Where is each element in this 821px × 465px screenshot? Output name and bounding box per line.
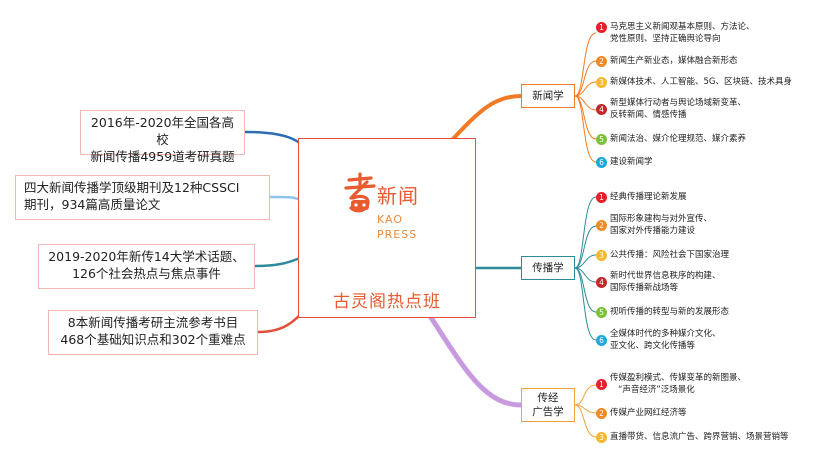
connector-right-3 bbox=[427, 314, 522, 408]
list-item: 全媒体时代的多种媒介文化、 亚文化、跨文化传播等 bbox=[610, 328, 721, 352]
left-box-4-line-1: 8本新闻传播考研主流参考书目 bbox=[67, 315, 239, 330]
badge-4: 4 bbox=[596, 277, 607, 288]
badge-4: 4 bbox=[596, 104, 607, 115]
badge-2: 2 bbox=[596, 56, 607, 67]
badge-1: 1 bbox=[596, 379, 607, 390]
left-box-4-line-2: 468个基础知识点和302个重难点 bbox=[60, 332, 246, 347]
left-box-1-line-2: 新闻传播4959道考研真题 bbox=[90, 149, 235, 164]
logo-en-press: PRESS bbox=[377, 228, 418, 241]
kao-logo-icon bbox=[344, 172, 376, 213]
left-box-2-line-2: 期刊，934篇高质量论文 bbox=[24, 197, 161, 212]
list-item: 传媒盈利模式、传媒变革的新图景、 “声音经济”泛场景化 bbox=[610, 372, 746, 396]
list-item: 国际形象建构与对外宣传、 国家对外传播能力建设 bbox=[610, 213, 712, 237]
fan-branch-1 bbox=[574, 32, 597, 163]
item-line: “声音经济”泛场景化 bbox=[618, 385, 695, 395]
list-item: 经典传播理论新发展 bbox=[610, 191, 687, 203]
item-line: 马克思主义新闻观基本原则、方法论、 bbox=[610, 22, 755, 32]
list-item: 传媒产业网红经济等 bbox=[610, 407, 687, 419]
left-box-4: 8本新闻传播考研主流参考书目 468个基础知识点和302个重难点 bbox=[48, 310, 258, 355]
fan-branch-2 bbox=[574, 196, 597, 341]
logo-en-kao: KAO bbox=[377, 213, 404, 226]
branch-journalism-label: 新闻学 bbox=[532, 90, 564, 102]
left-box-2: 四大新闻传播学顶级期刊及12种CSSCI 期刊，934篇高质量论文 bbox=[15, 175, 270, 220]
item-line: 反转新闻、情感传播 bbox=[610, 110, 687, 120]
connector-left-3 bbox=[254, 256, 301, 268]
item-line: 传媒产业网红经济等 bbox=[610, 408, 687, 418]
left-box-1-line-1: 2016年-2020年全国各高校 bbox=[90, 115, 235, 147]
item-line: 新闻法治、媒介伦理规范、媒介素养 bbox=[610, 134, 747, 144]
item-line: 新型媒体行动者与舆论场域新变革、 bbox=[610, 98, 747, 108]
list-item: 公共传播：风险社会下国家治理 bbox=[610, 249, 729, 261]
logo-name: 新闻 bbox=[377, 184, 419, 208]
item-line: 经典传播理论新发展 bbox=[610, 192, 687, 202]
list-item: 直播带货、信息流广告、跨界营销、场景营销等 bbox=[610, 431, 789, 443]
branch-communication: 传播学 bbox=[521, 256, 575, 280]
branch-3-label-line-2: 广告学 bbox=[532, 406, 564, 418]
list-item: 马克思主义新闻观基本原则、方法论、 党性原则、坚持正确舆论导向 bbox=[610, 21, 755, 45]
item-line: 国际传播新战场等 bbox=[610, 283, 679, 293]
badge-5: 5 bbox=[596, 134, 607, 145]
badge-3: 3 bbox=[596, 250, 607, 261]
item-line: 建设新闻学 bbox=[610, 157, 653, 167]
left-box-3-line-1: 2019-2020年新传14大学术话题、 bbox=[48, 249, 245, 264]
center-title: 古灵阁热点班 bbox=[333, 292, 441, 312]
item-line: 亚文化、跨文化传播等 bbox=[610, 341, 696, 351]
branch-media-economy-advertising: 传经 广告学 bbox=[521, 388, 575, 422]
item-line: 国家对外传播能力建设 bbox=[610, 226, 696, 236]
item-line: 公共传播：风险社会下国家治理 bbox=[610, 250, 730, 260]
list-item: 建设新闻学 bbox=[610, 156, 653, 168]
badge-2: 2 bbox=[596, 408, 607, 419]
connector-left-2 bbox=[269, 195, 301, 202]
item-line: 新闻生产新业态，媒体融合新形态 bbox=[610, 56, 738, 66]
item-line: 视听传播的转型与新的发展形态 bbox=[610, 307, 730, 317]
item-line: 党性原则、坚持正确舆论导向 bbox=[610, 34, 721, 44]
connector-right-1 bbox=[450, 94, 522, 142]
badge-6: 6 bbox=[596, 157, 607, 168]
list-item: 新型媒体行动者与舆论场域新变革、 反转新闻、情感传播 bbox=[610, 97, 746, 121]
list-item: 新闻法治、媒介伦理规范、媒介素养 bbox=[610, 133, 746, 145]
kao-press-logo: 新闻 KAO PRESS bbox=[343, 172, 453, 247]
item-line: 新时代世界信息秩序的构建、 bbox=[610, 271, 721, 281]
list-item: 新媒体技术、人工智能、5G、区块链、技术具身 bbox=[610, 76, 792, 88]
item-line: 新媒体技术、人工智能、5G、区块链、技术具身 bbox=[610, 77, 792, 87]
item-line: 直播带货、信息流广告、跨界营销、场景营销等 bbox=[610, 432, 789, 442]
left-box-1: 2016年-2020年全国各高校 新闻传播4959道考研真题 bbox=[80, 110, 245, 164]
list-item: 新闻生产新业态，媒体融合新形态 bbox=[610, 55, 738, 67]
left-box-2-line-1: 四大新闻传播学顶级期刊及12种CSSCI bbox=[24, 180, 240, 195]
branch-journalism: 新闻学 bbox=[521, 84, 575, 108]
badge-3: 3 bbox=[596, 77, 607, 88]
branch-3-label-line-1: 传经 bbox=[537, 392, 559, 404]
item-line: 传媒盈利模式、传媒变革的新图景、 bbox=[610, 373, 747, 383]
center-node: 新闻 KAO PRESS 古灵阁热点班 bbox=[298, 138, 476, 318]
item-line: 全媒体时代的多种媒介文化、 bbox=[610, 329, 721, 339]
left-box-3-line-2: 126个社会热点与焦点事件 bbox=[72, 266, 221, 281]
badge-1: 1 bbox=[596, 192, 607, 203]
connector-left-4 bbox=[257, 311, 304, 334]
fan-branch-3 bbox=[574, 384, 597, 438]
badge-1: 1 bbox=[596, 22, 607, 33]
list-item: 新时代世界信息秩序的构建、 国际传播新战场等 bbox=[610, 270, 721, 294]
badge-2: 2 bbox=[596, 220, 607, 231]
item-line: 国际形象建构与对外宣传、 bbox=[610, 214, 713, 224]
list-item: 视听传播的转型与新的发展形态 bbox=[610, 306, 729, 318]
branch-communication-label: 传播学 bbox=[532, 262, 564, 274]
left-box-3: 2019-2020年新传14大学术话题、 126个社会热点与焦点事件 bbox=[38, 244, 255, 289]
badge-3: 3 bbox=[596, 432, 607, 443]
badge-6: 6 bbox=[596, 335, 607, 346]
badge-5: 5 bbox=[596, 307, 607, 318]
